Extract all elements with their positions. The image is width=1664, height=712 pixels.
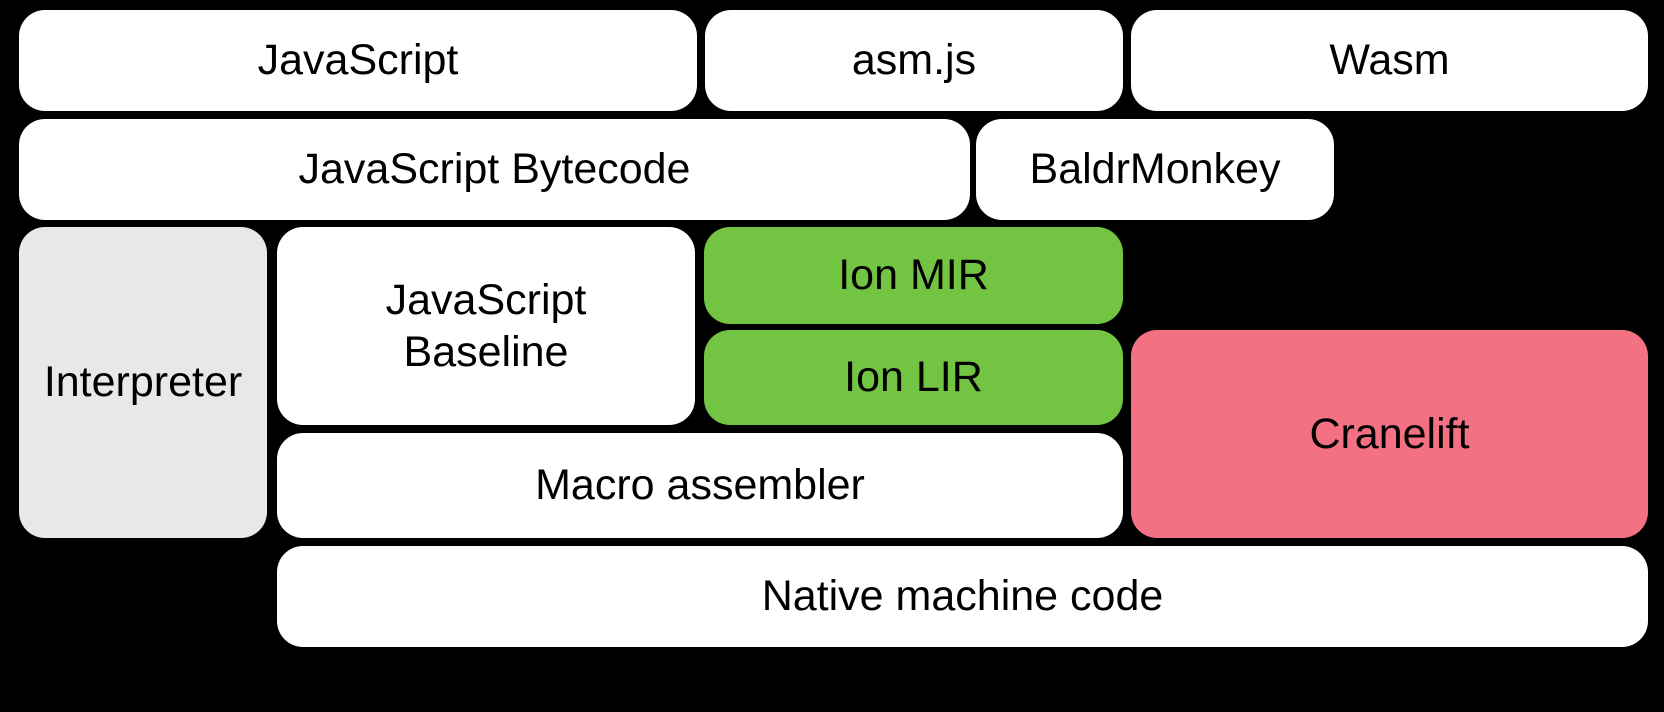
diagram-node-macro-assembler: Macro assembler	[277, 433, 1123, 538]
diagram-node-interpreter: Interpreter	[19, 227, 267, 538]
diagram-node-wasm: Wasm	[1131, 10, 1648, 111]
diagram-node-javascript-baseline: JavaScript Baseline	[277, 227, 695, 425]
diagram-node-ion-lir: Ion LIR	[704, 330, 1123, 425]
diagram-node-asmjs: asm.js	[705, 10, 1123, 111]
diagram-node-javascript-bytecode: JavaScript Bytecode	[19, 119, 970, 220]
diagram-node-cranelift: Cranelift	[1131, 330, 1648, 538]
diagram-node-native-machine-code: Native machine code	[277, 546, 1648, 647]
diagram-node-baldrmonkey: BaldrMonkey	[976, 119, 1334, 220]
diagram-node-ion-mir: Ion MIR	[704, 227, 1123, 324]
diagram-node-javascript: JavaScript	[19, 10, 697, 111]
